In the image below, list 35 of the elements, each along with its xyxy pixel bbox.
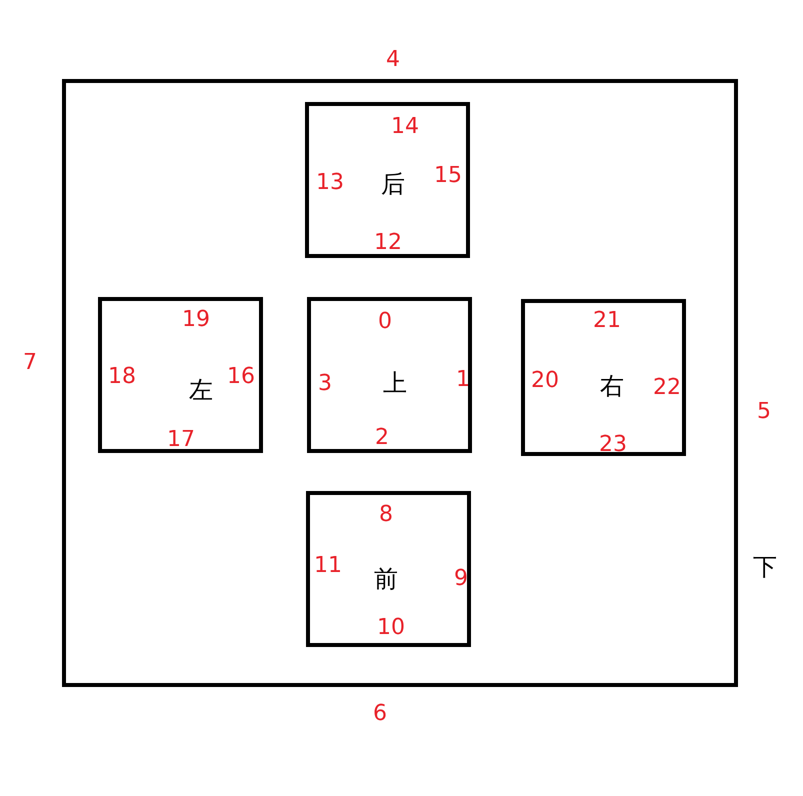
edge-number: 10 (377, 617, 405, 639)
edge-number: 9 (454, 568, 468, 590)
edge-number: 6 (373, 703, 387, 725)
face-label: 上 (383, 371, 407, 395)
edge-number: 19 (182, 309, 210, 331)
edge-number: 12 (374, 232, 402, 254)
edge-number: 21 (593, 310, 621, 332)
face-label: 后 (381, 172, 405, 196)
face-box (306, 491, 471, 647)
face-label: 左 (189, 378, 213, 402)
face-box (98, 297, 263, 453)
edge-number: 13 (316, 172, 344, 194)
edge-number: 8 (379, 504, 393, 526)
edge-number: 4 (386, 49, 400, 71)
edge-number: 20 (531, 370, 559, 392)
face-box (305, 102, 470, 258)
edge-number: 16 (227, 366, 255, 388)
face-label: 前 (374, 567, 398, 591)
edge-number: 1 (456, 369, 470, 391)
edge-number: 11 (314, 555, 342, 577)
edge-number: 3 (318, 373, 332, 395)
edge-number: 15 (434, 165, 462, 187)
face-label: 下 (753, 555, 777, 579)
edge-number: 17 (167, 429, 195, 451)
edge-number: 22 (653, 377, 681, 399)
face-box (307, 297, 472, 453)
edge-number: 18 (108, 366, 136, 388)
edge-number: 0 (378, 311, 392, 333)
edge-number: 5 (757, 401, 771, 423)
edge-number: 23 (599, 434, 627, 456)
edge-number: 14 (391, 116, 419, 138)
face-box (521, 299, 686, 456)
edge-number: 7 (23, 352, 37, 374)
edge-number: 2 (375, 427, 389, 449)
face-label: 右 (600, 374, 624, 398)
